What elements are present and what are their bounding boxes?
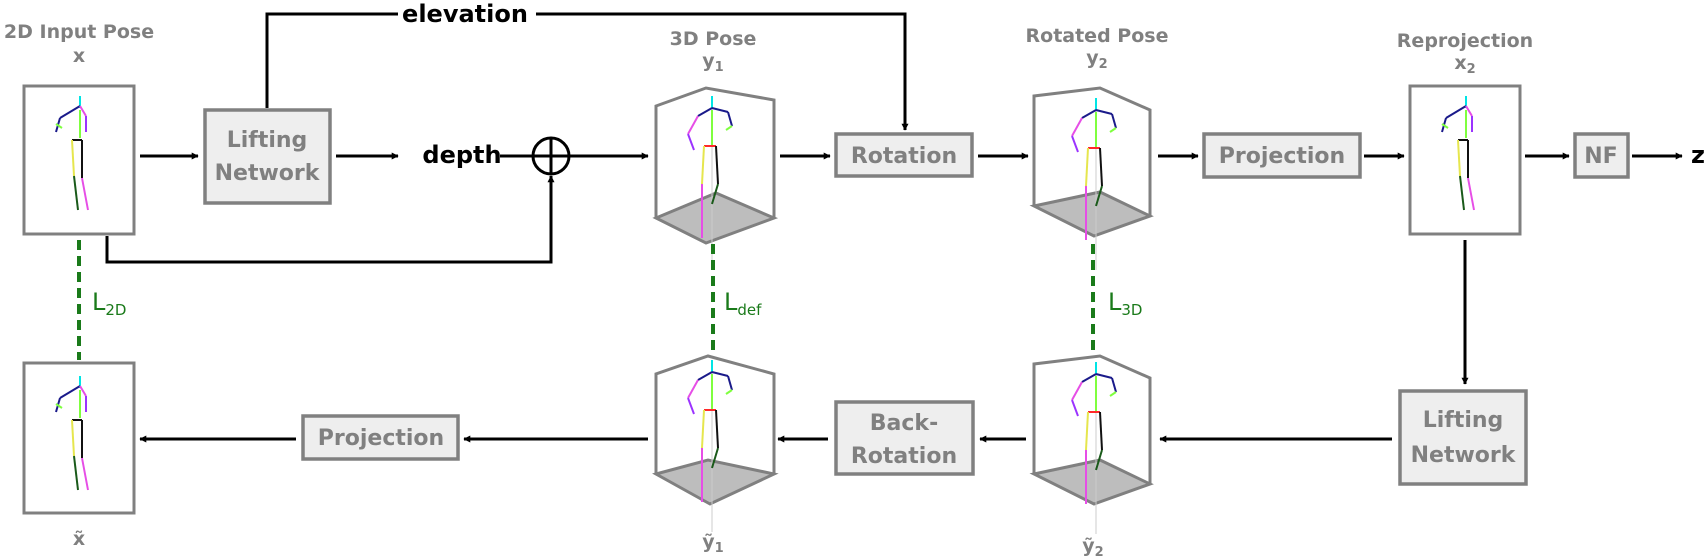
svg-text:L2D: L2D: [92, 288, 126, 319]
elevation-label: elevation: [402, 0, 528, 28]
svg-text:Rotation: Rotation: [851, 144, 957, 169]
depth-label: depth: [422, 141, 501, 169]
reprojection-title: Reprojection: [1397, 30, 1533, 52]
input-pose-panel: [22, 84, 136, 236]
reconstructed-pose-panel: [22, 361, 136, 515]
svg-text:Projection: Projection: [1219, 144, 1345, 169]
svg-text:Rotation: Rotation: [851, 444, 957, 469]
lifting-network-top-box: Lifting Network: [203, 108, 332, 205]
concat-symbol: [531, 136, 571, 176]
flow-arrows: [105, 12, 1683, 443]
nf-box: NF: [1573, 132, 1630, 179]
back-rotation-box: Back- Rotation: [834, 400, 975, 476]
input-pose-title: 2D Input Pose: [4, 21, 154, 43]
rotation-box: Rotation: [834, 132, 974, 178]
recon-y2-symbol: ỹ2: [1082, 535, 1103, 558]
input-pose-symbol: x: [73, 45, 85, 67]
pose3d-title: 3D Pose: [670, 28, 757, 50]
projection-bottom-box: Projection: [301, 414, 460, 461]
reprojection-panel: [1408, 84, 1522, 236]
pose3d-symbol: y1: [702, 50, 723, 75]
svg-text:NF: NF: [1584, 144, 1617, 169]
lifting-network-bottom-box: Lifting Network: [1398, 389, 1528, 486]
projection-top-box: Projection: [1202, 132, 1362, 179]
loss-3d: L3D: [1091, 244, 1142, 354]
svg-text:Network: Network: [1411, 443, 1517, 468]
rotated-pose-title: Rotated Pose: [1026, 25, 1169, 47]
rotated-pose-symbol: y2: [1086, 47, 1107, 72]
rotated-pose-cube: [1029, 86, 1154, 271]
svg-text:Lifting: Lifting: [1423, 408, 1504, 433]
svg-text:L3D: L3D: [1108, 288, 1142, 319]
reprojection-symbol: x2: [1454, 52, 1475, 77]
z-label: z: [1691, 141, 1705, 169]
svg-text:Ldef: Ldef: [724, 288, 762, 319]
pose3d-cube: [652, 86, 779, 269]
svg-text:Network: Network: [215, 161, 321, 186]
recon-y1-cube: [652, 354, 779, 533]
svg-text:Lifting: Lifting: [227, 128, 308, 153]
recon-x-symbol: x̃: [73, 528, 85, 550]
loss-def: Ldef: [711, 244, 762, 354]
recon-y1-symbol: ỹ1: [702, 531, 723, 556]
svg-text:Back-: Back-: [870, 411, 938, 436]
svg-text:Projection: Projection: [318, 426, 444, 451]
recon-y2-cube: [1029, 354, 1154, 535]
loss-2d: L2D: [77, 240, 126, 360]
